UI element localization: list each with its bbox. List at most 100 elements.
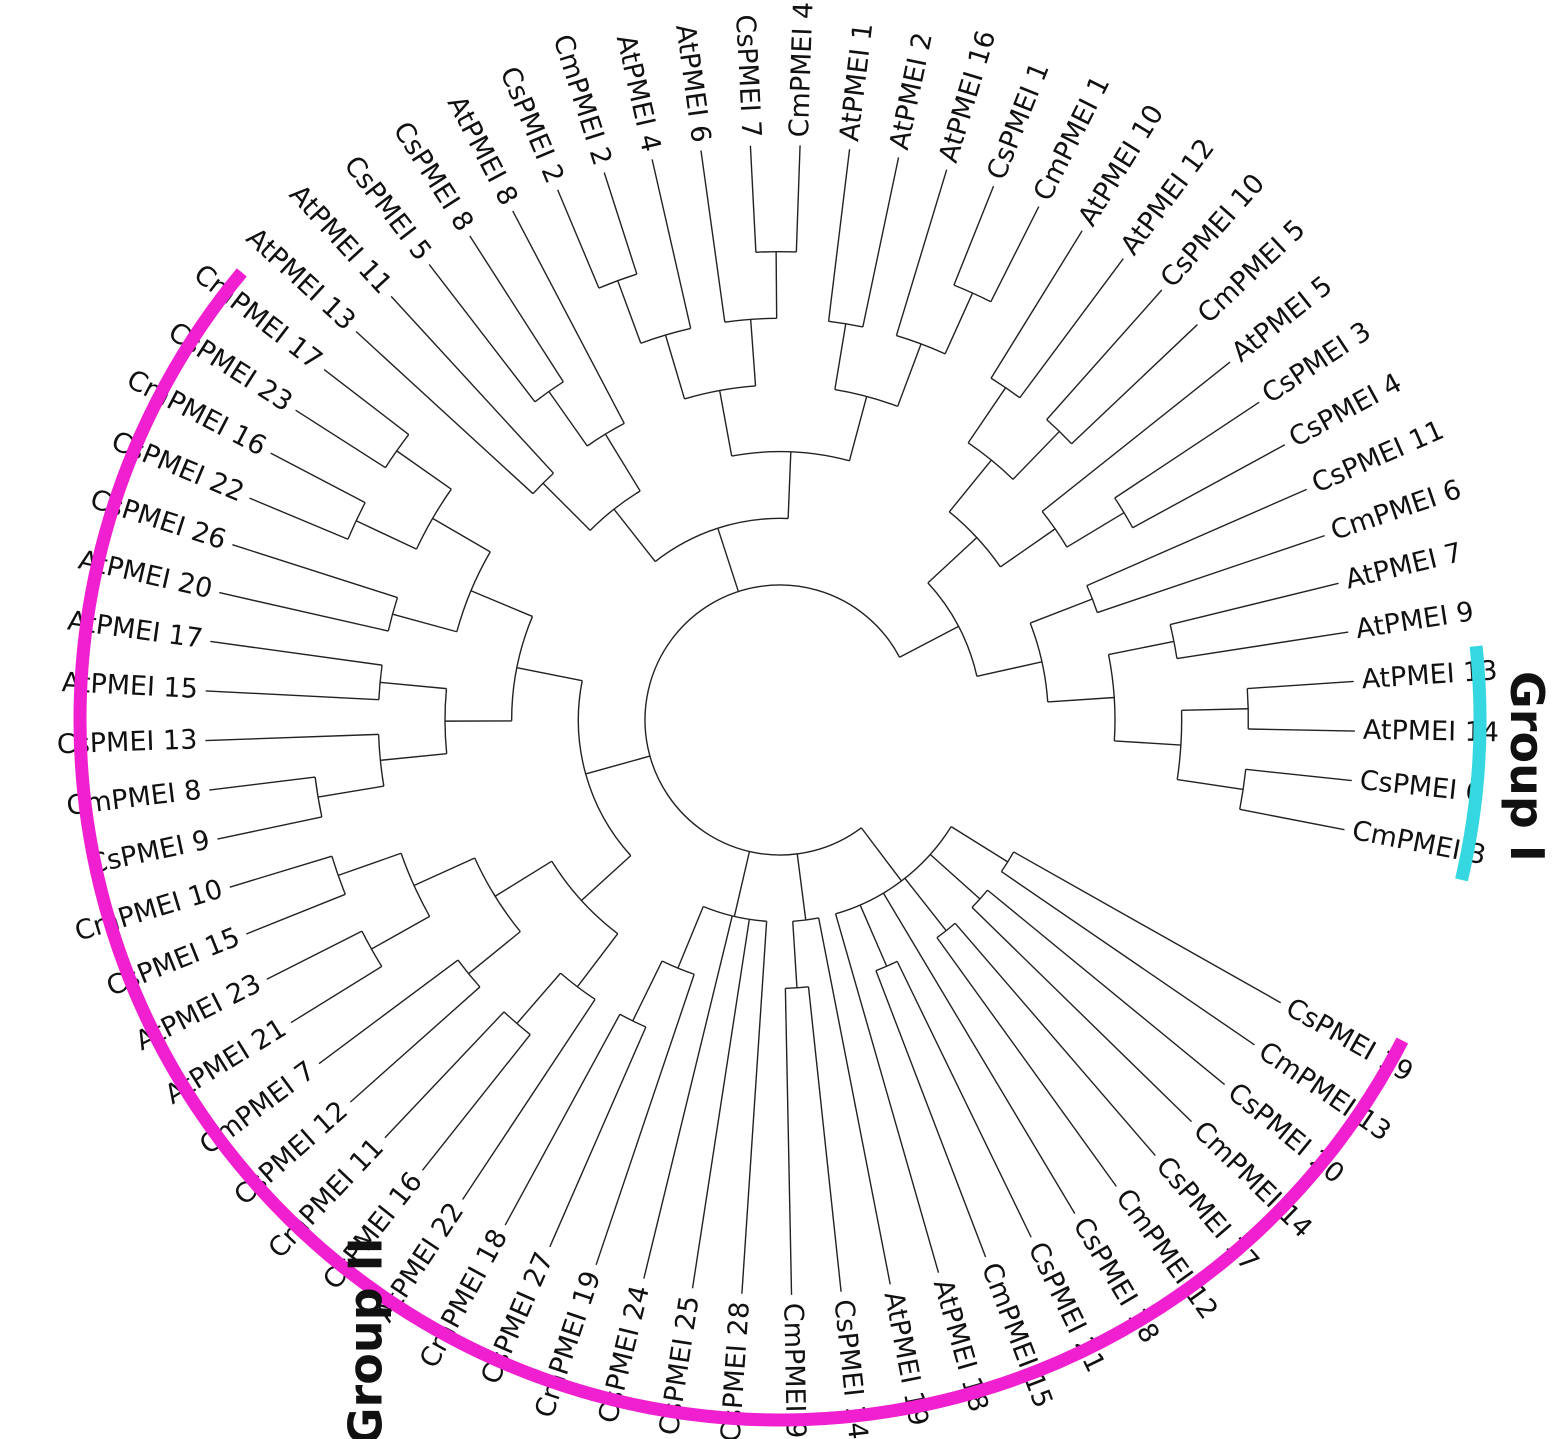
leaf-label: AtPMEI 7 <box>1342 537 1465 595</box>
tree-branch-arc <box>534 381 564 403</box>
tree-branch <box>987 889 1226 1086</box>
tree-branch <box>295 409 386 469</box>
tree-branch-arc <box>361 930 383 967</box>
tree-branch <box>1001 871 1255 1046</box>
leaf-label: CsPMEI 7 <box>729 14 766 139</box>
tree-branch-arc <box>927 582 978 677</box>
tree-branch <box>700 150 726 323</box>
tree-branch <box>950 826 1009 863</box>
tree-branch <box>229 855 333 888</box>
tree-branch <box>967 387 1007 444</box>
tree-branch-arc <box>1000 851 1015 872</box>
tree-branch-arc <box>457 959 481 988</box>
tree-branch <box>1245 768 1352 782</box>
tree-branch <box>741 921 768 1294</box>
tree-branch-arc <box>936 922 956 939</box>
tree-branch <box>717 527 740 592</box>
tree-branch <box>270 452 366 504</box>
tree-branch <box>219 591 389 632</box>
tree-branch <box>617 280 642 344</box>
tree-branch <box>323 369 410 436</box>
tree-branch <box>792 921 798 988</box>
tree-branch <box>860 827 903 882</box>
tree-branch-arc <box>1029 622 1049 703</box>
tree-branch <box>504 1013 621 1226</box>
tree-branch-arc <box>990 377 1021 399</box>
group-1-label: Group I <box>1500 671 1554 862</box>
tree-branch <box>512 210 625 424</box>
tree-branch-arc <box>785 986 809 989</box>
tree-branch <box>421 1034 531 1171</box>
tree-branch-arc <box>684 385 756 400</box>
tree-branch-arc <box>387 597 399 632</box>
tree-branch-arc <box>1107 654 1116 741</box>
tree-branch <box>549 1026 647 1248</box>
tree-branch <box>580 855 632 902</box>
tree-branch-arc <box>834 388 898 407</box>
tree-branch <box>392 613 458 633</box>
tree-branch <box>1247 680 1354 690</box>
tree-branch <box>469 235 564 383</box>
tree-branch <box>817 917 891 1285</box>
tree-branch <box>210 640 383 666</box>
leaf-label: CmPMEI 4 <box>784 1 820 138</box>
tree-branch <box>953 185 995 286</box>
tree-branch-arc <box>598 273 638 289</box>
tree-branch <box>349 986 481 1103</box>
tree-branch <box>1029 598 1093 624</box>
tree-branch-arc <box>1086 585 1098 613</box>
tree-branch-arc <box>948 511 1001 568</box>
tree-branch <box>290 965 383 1024</box>
tree-branch <box>209 776 316 791</box>
tree-branch <box>784 988 793 1295</box>
tree-branch <box>896 961 1032 1238</box>
tree-branch-arc <box>384 434 410 469</box>
tree-branch <box>542 482 591 531</box>
tree-branch <box>390 295 554 474</box>
tree-branch <box>990 206 1040 303</box>
tree-branch <box>749 145 757 253</box>
tree-branch <box>954 922 1156 1157</box>
tree-branch <box>976 661 1043 677</box>
tree-branch <box>827 149 851 322</box>
tree-branch <box>948 459 992 513</box>
tree-branch <box>468 931 521 975</box>
tree-branch-arc <box>661 960 695 975</box>
tree-branch <box>494 860 553 897</box>
tree-branch-arc <box>1176 710 1183 780</box>
group-2-label: Group II <box>338 1237 392 1439</box>
tree-branch <box>355 520 417 550</box>
tree-branch <box>859 904 888 967</box>
tree-branch <box>834 913 940 1273</box>
tree-branch <box>990 230 1083 379</box>
tree-branch-arc <box>331 855 346 895</box>
tree-branch-arc <box>640 327 691 344</box>
tree-branch <box>664 334 686 400</box>
tree-branch <box>317 785 384 798</box>
tree-branch <box>1108 640 1175 656</box>
leaf-label: AtPMEI 4 <box>610 32 667 155</box>
tree-branch <box>380 681 447 690</box>
tree-branch <box>428 264 536 403</box>
tree-branch <box>396 450 452 490</box>
group-2-arc <box>73 268 1409 1427</box>
tree-branch <box>929 853 981 900</box>
tree-branch <box>1041 361 1231 513</box>
tree-branch-arc <box>828 320 863 328</box>
tree-branch <box>971 906 1193 1123</box>
tree-branch <box>1019 258 1124 399</box>
tree-branch-arc <box>589 490 641 531</box>
tree-branch <box>775 251 778 319</box>
tree-branch <box>1177 778 1244 791</box>
leaf-label: AtPMEI 9 <box>1354 596 1476 645</box>
tree-branch <box>432 517 491 553</box>
tree-branch <box>556 189 600 289</box>
tree-branch <box>1047 696 1115 703</box>
tree-branch <box>1114 740 1181 746</box>
tree-branch <box>462 998 596 1200</box>
tree-branch <box>927 537 978 584</box>
tree-branch <box>318 959 459 1065</box>
tree-branch <box>795 145 801 252</box>
tree-branch <box>1239 808 1345 831</box>
